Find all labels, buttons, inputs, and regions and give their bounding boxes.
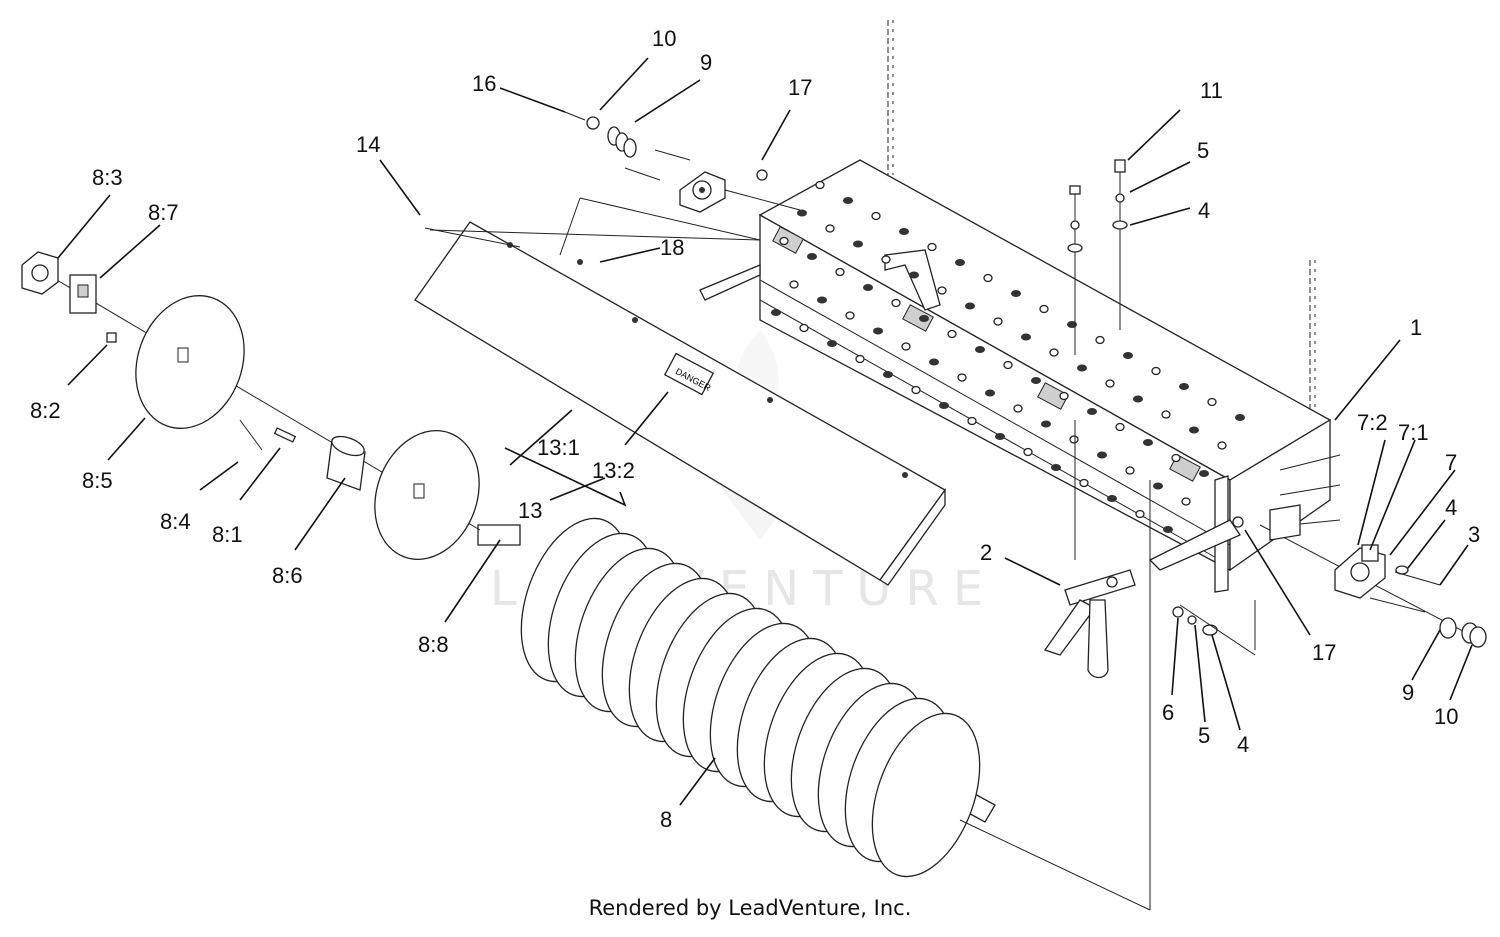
scraper-bracket (1043, 569, 1136, 679)
callout-16: 16 (472, 71, 496, 96)
callout-5-bottom: 5 (1198, 723, 1210, 748)
callout-4-right: 4 (1445, 495, 1457, 520)
callout-14: 14 (356, 132, 380, 157)
callout-8-7: 8:7 (148, 200, 179, 225)
leader-lines (57, 57, 1473, 806)
callout-3: 3 (1468, 522, 1480, 547)
callout-8-2: 8:2 (30, 398, 61, 423)
callout-8-5: 8:5 (82, 468, 113, 493)
shaft-parts-right (1172, 504, 1487, 656)
callout-13-2: 13:2 (592, 458, 635, 483)
hopper-frame (699, 159, 1341, 593)
callout-7-2: 7:2 (1357, 410, 1388, 435)
callout-1: 1 (1410, 315, 1422, 340)
callout-8-1: 8:1 (212, 522, 243, 547)
shaft-parts-left (21, 251, 481, 560)
callout-2: 2 (980, 540, 992, 565)
callout-11: 11 (1200, 78, 1223, 103)
chain-left (887, 20, 894, 175)
callout-10-right: 10 (1434, 704, 1458, 729)
callout-7: 7 (1445, 450, 1457, 475)
callout-9-top: 9 (700, 50, 712, 75)
callout-17-top: 17 (788, 75, 812, 100)
callout-5-top: 5 (1197, 138, 1209, 163)
rotor-assembly (477, 517, 996, 878)
callout-8: 8 (660, 807, 672, 832)
callout-6: 6 (1162, 700, 1174, 725)
footer-credit: Rendered by LeadVenture, Inc. (588, 896, 912, 920)
callout-8-3: 8:3 (92, 165, 123, 190)
callout-8-4: 8:4 (160, 509, 191, 534)
callout-8-6: 8:6 (272, 563, 303, 588)
deflector-shield: DANGER (414, 197, 946, 586)
callout-8-8: 8:8 (418, 632, 449, 657)
callout-13-1: 13:1 (537, 435, 580, 460)
callout-17-bottom: 17 (1312, 640, 1336, 665)
callout-7-1: 7:1 (1398, 420, 1429, 445)
callout-labels: 1 2 3 4 4 4 5 5 6 7 7:1 7:2 8 8:1 8:2 8:… (30, 26, 1480, 832)
chain-right (1309, 260, 1316, 420)
callout-18: 18 (660, 235, 684, 260)
callout-9-right: 9 (1402, 680, 1414, 705)
callout-4-bottom: 4 (1237, 732, 1249, 757)
flange-bearing-top (564, 111, 801, 213)
bolts-top (1067, 159, 1128, 355)
hopper-holes (771, 180, 1245, 533)
callout-4-top: 4 (1198, 198, 1210, 223)
callout-13: 13 (518, 498, 542, 523)
callout-10-top: 10 (652, 26, 676, 51)
